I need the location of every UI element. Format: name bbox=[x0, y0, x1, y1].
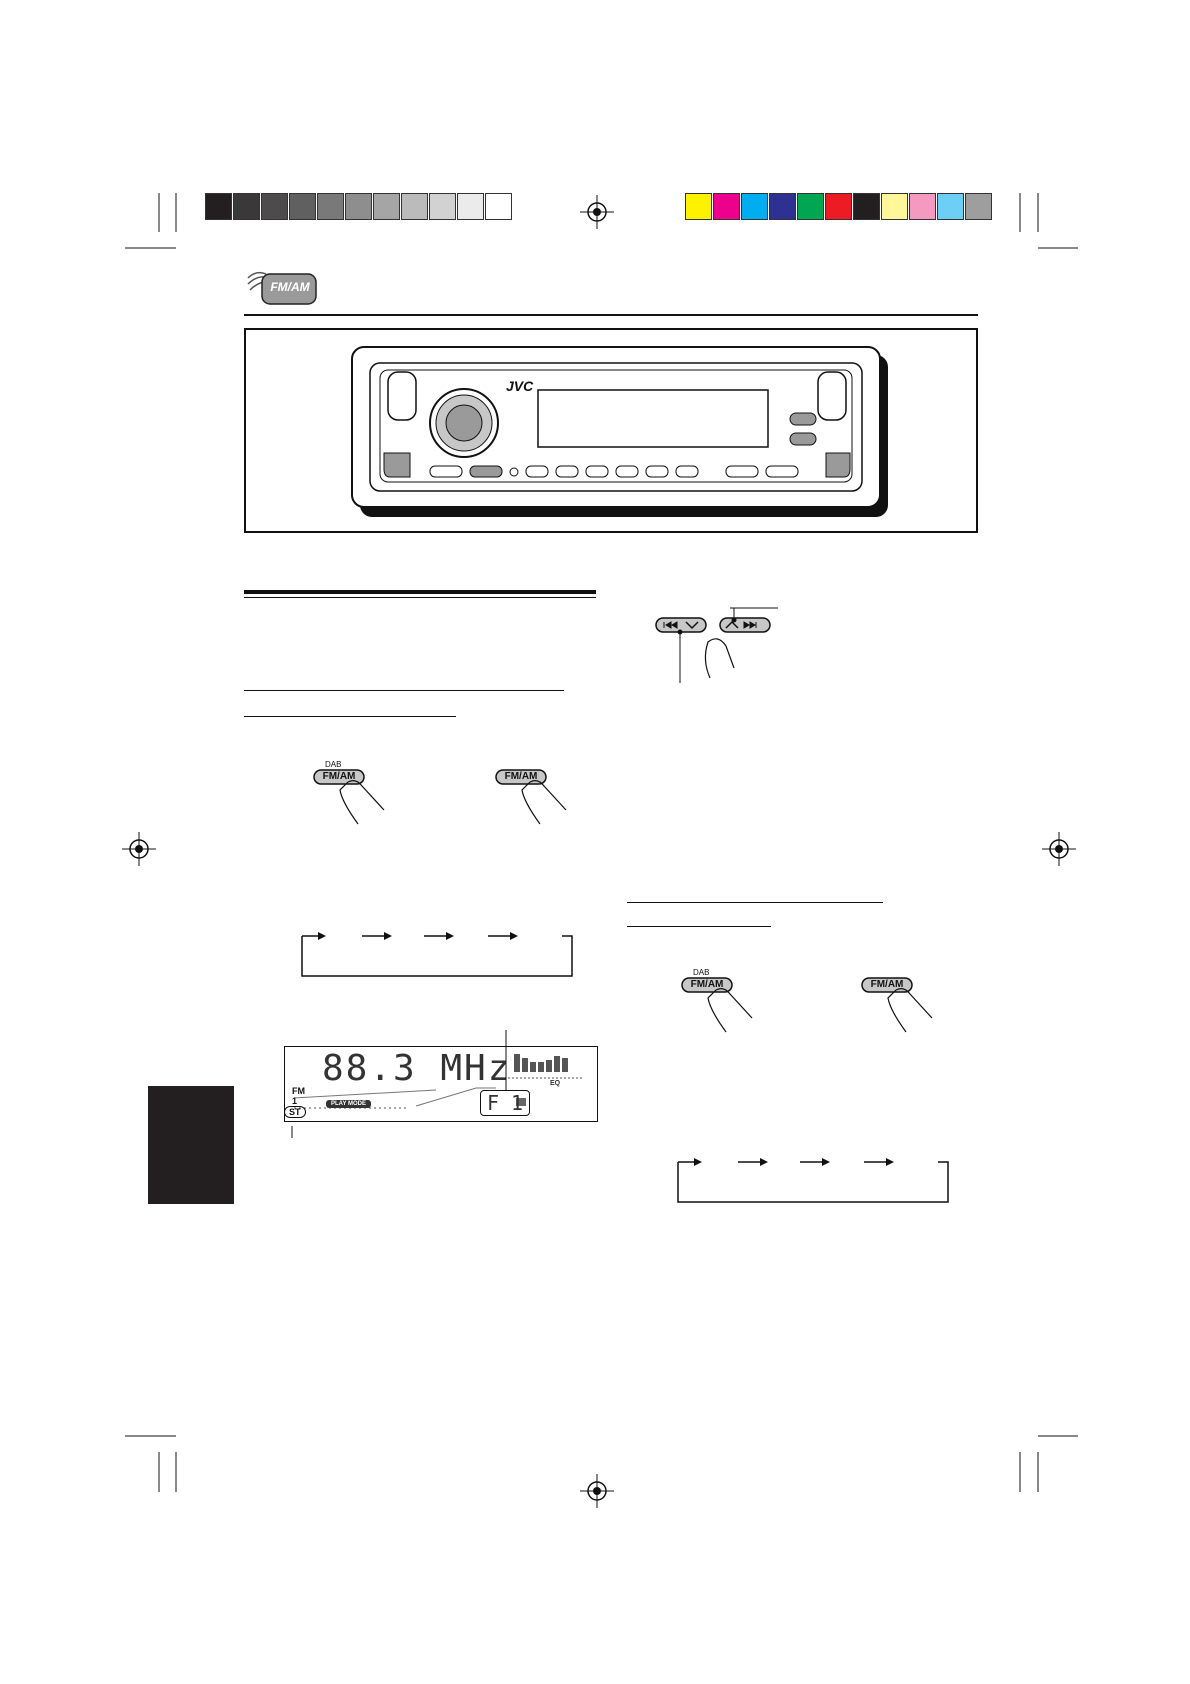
lcd-display bbox=[284, 1046, 598, 1122]
subheading-underline-2 bbox=[244, 716, 456, 717]
registration-mark-right bbox=[1042, 832, 1076, 866]
chevron-down-icon bbox=[685, 621, 699, 630]
fm-am-button-right-2[interactable] bbox=[860, 976, 940, 1036]
registration-mark-bottom bbox=[580, 1474, 614, 1508]
finger-icon bbox=[704, 638, 735, 679]
color-swatch bbox=[205, 193, 232, 220]
registration-mark-left bbox=[122, 832, 156, 866]
color-swatch bbox=[289, 193, 316, 220]
arrow-right-icon bbox=[694, 1158, 702, 1166]
lcd-frequency: 88.3 MHz bbox=[322, 1048, 512, 1089]
header-rule bbox=[244, 314, 978, 316]
color-swatch bbox=[937, 193, 964, 220]
unit-illustration-frame bbox=[244, 328, 978, 533]
section-heading-rule-thin bbox=[244, 597, 596, 598]
fm-am-label-right-1: FM/AM bbox=[690, 979, 724, 990]
band-cycle-diagram-left bbox=[301, 932, 573, 977]
lcd-band: FM bbox=[292, 1086, 305, 1096]
arrow-right-icon bbox=[446, 932, 454, 940]
color-swatch bbox=[317, 193, 344, 220]
arrow-right-icon bbox=[760, 1158, 768, 1166]
fm-am-button-left-2[interactable] bbox=[494, 768, 574, 828]
fm-am-source-icon: FM/AM bbox=[244, 268, 320, 308]
lcd-display-decor bbox=[293, 1054, 582, 1109]
finger-icon bbox=[887, 988, 933, 1033]
color-swatch bbox=[713, 193, 740, 220]
color-swatch bbox=[457, 193, 484, 220]
brand-logo: JVC bbox=[506, 378, 534, 394]
subheading-underline-right-2 bbox=[627, 926, 771, 927]
band-cycle-diagram-right bbox=[677, 1158, 949, 1203]
color-swatch bbox=[853, 193, 880, 220]
subheading-underline-1 bbox=[244, 690, 564, 691]
finger-icon bbox=[707, 988, 753, 1033]
color-swatch bbox=[373, 193, 400, 220]
registration-mark-top bbox=[580, 195, 614, 229]
fm-am-button-right-1[interactable] bbox=[680, 976, 760, 1036]
fm-am-label-left-2: FM/AM bbox=[504, 771, 538, 782]
lcd-preset: F 1 bbox=[480, 1090, 530, 1116]
color-swatch bbox=[881, 193, 908, 220]
skip-back-icon bbox=[663, 621, 678, 629]
lcd-band-number: 1 bbox=[292, 1096, 298, 1106]
color-swatch bbox=[345, 193, 372, 220]
lcd-play-mode: PLAY MODE bbox=[326, 1100, 372, 1108]
fm-am-label-right-2: FM/AM bbox=[870, 979, 904, 990]
chevron-up-icon bbox=[725, 620, 739, 629]
fm-am-source-label: FM/AM bbox=[270, 280, 310, 294]
color-swatch bbox=[261, 193, 288, 220]
dab-label-left-1: DAB bbox=[325, 760, 342, 769]
fm-am-label-left-1: FM/AM bbox=[322, 771, 356, 782]
arrow-right-icon bbox=[318, 932, 326, 940]
color-swatch bbox=[909, 193, 936, 220]
car-stereo-faceplate bbox=[351, 346, 888, 517]
color-swatch bbox=[401, 193, 428, 220]
color-swatch bbox=[769, 193, 796, 220]
arrow-right-icon bbox=[384, 932, 392, 940]
finger-icon bbox=[521, 780, 567, 825]
arrow-right-icon bbox=[510, 932, 518, 940]
lcd-callout-lines bbox=[291, 1030, 507, 1138]
color-swatch bbox=[685, 193, 712, 220]
seek-buttons[interactable] bbox=[650, 598, 790, 683]
fm-am-button-left-1[interactable] bbox=[312, 768, 392, 828]
section-heading-rule-thick bbox=[244, 590, 596, 594]
color-swatch bbox=[429, 193, 456, 220]
lcd-stereo-indicator: ST bbox=[284, 1106, 306, 1118]
color-swatch bbox=[825, 193, 852, 220]
color-swatch bbox=[741, 193, 768, 220]
color-swatch bbox=[233, 193, 260, 220]
color-swatch bbox=[485, 193, 512, 220]
arrow-right-icon bbox=[886, 1158, 894, 1166]
dab-label-right-1: DAB bbox=[693, 968, 710, 977]
subheading-underline-right-1 bbox=[627, 902, 883, 903]
lcd-eq: EQ bbox=[550, 1080, 561, 1087]
skip-forward-icon bbox=[743, 621, 757, 629]
color-swatch bbox=[797, 193, 824, 220]
arrow-right-icon bbox=[822, 1158, 830, 1166]
radio-wave-icon bbox=[247, 271, 317, 305]
language-tab bbox=[148, 1086, 234, 1204]
finger-icon bbox=[339, 780, 385, 825]
color-swatch bbox=[965, 193, 992, 220]
